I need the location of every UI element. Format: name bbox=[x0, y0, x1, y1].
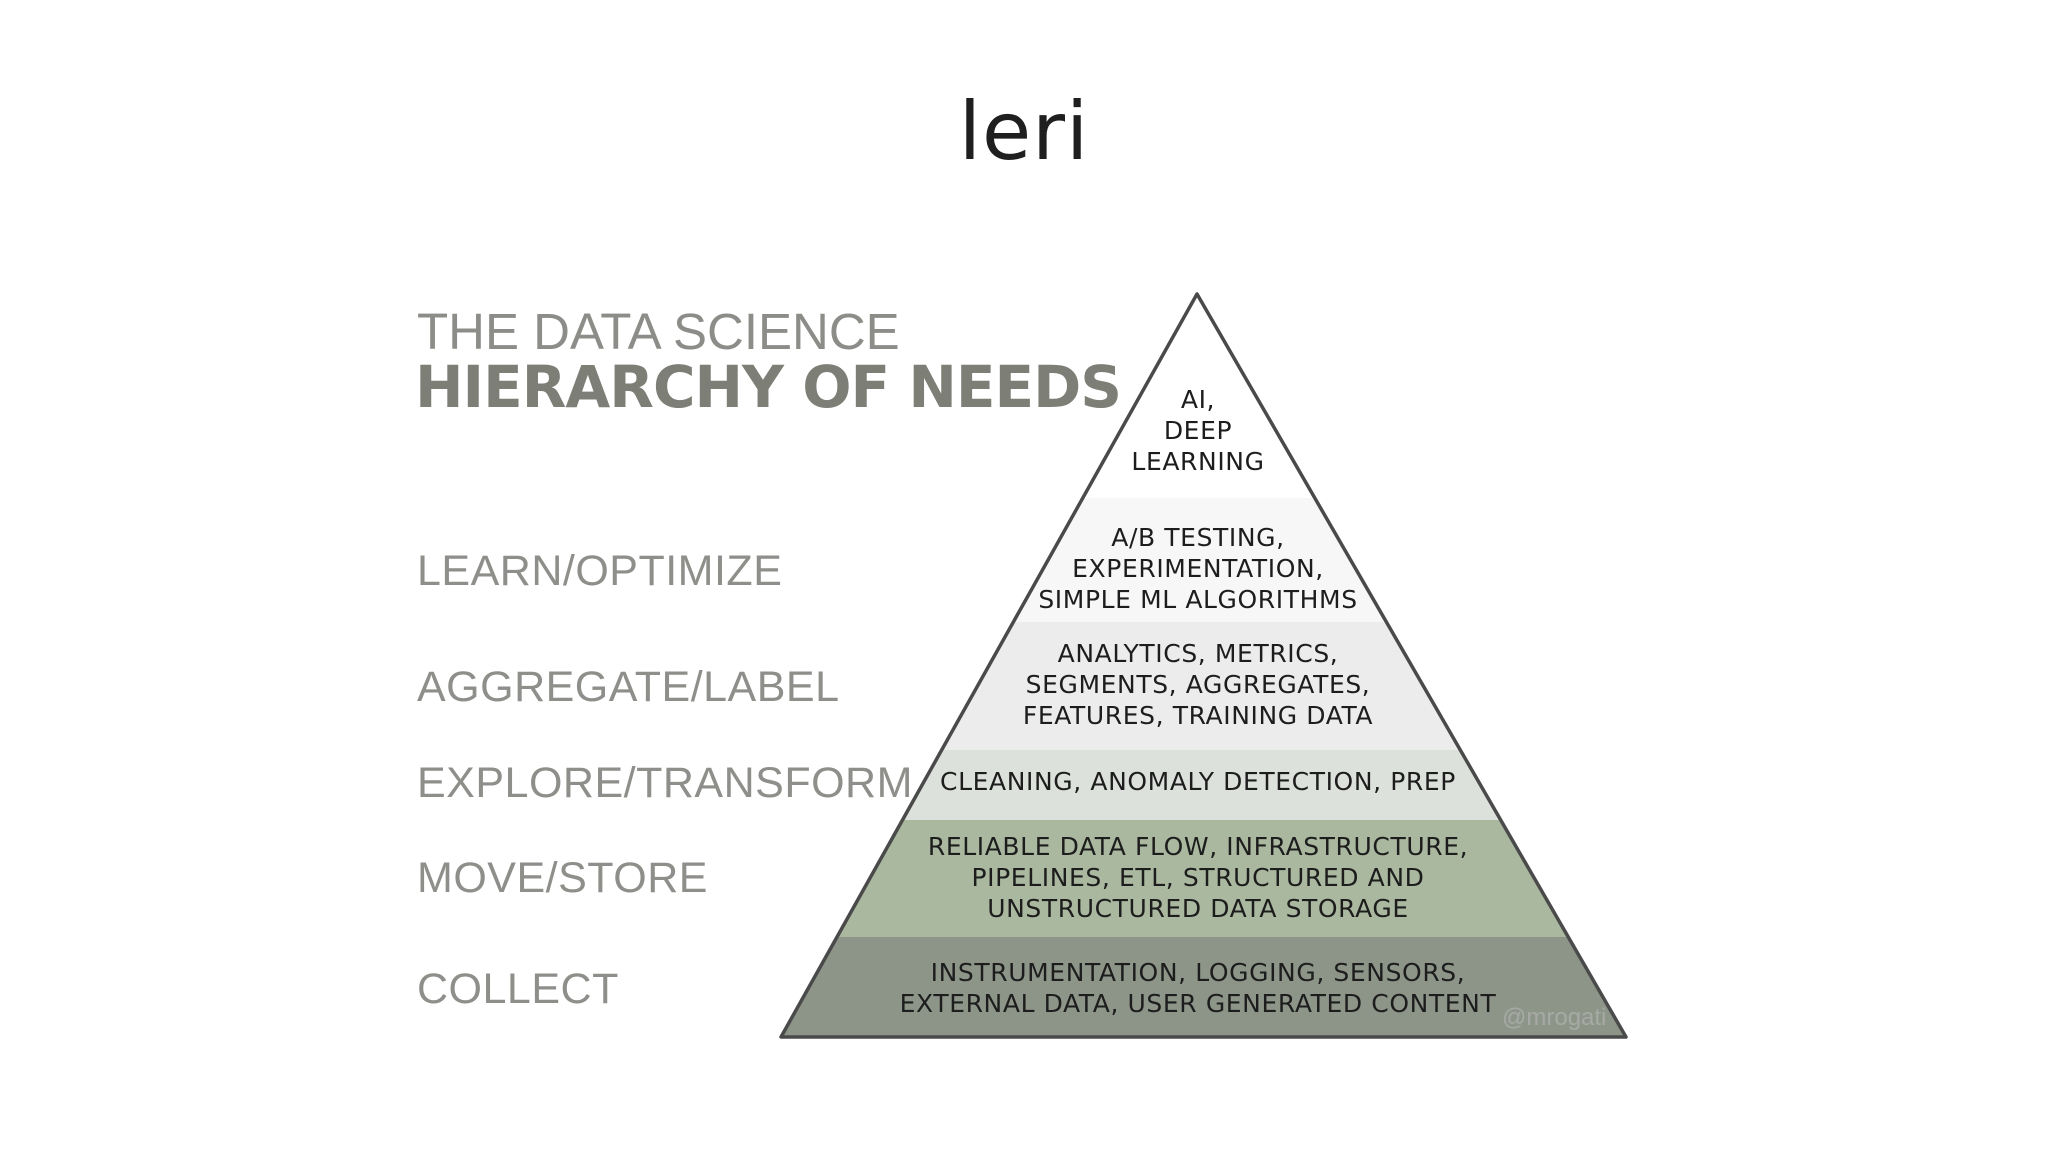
pyramid-tier-2 bbox=[1013, 498, 1387, 622]
pyramid-tier-4-text: CLEANING, ANOMALY DETECTION, PREP bbox=[940, 767, 1456, 796]
pyramid-tier-2-text: SIMPLE ML ALGORITHMS bbox=[1038, 585, 1357, 614]
pyramid-tier-1-text: DEEP bbox=[1164, 416, 1232, 445]
pyramid-tier-6 bbox=[781, 937, 1626, 1037]
level-label-collect: COLLECT bbox=[417, 965, 619, 1013]
level-label-explore-transform: EXPLORE/TRANSFORM bbox=[417, 759, 913, 807]
pyramid-tier-5-text: RELIABLE DATA FLOW, INFRASTRUCTURE, bbox=[928, 832, 1468, 861]
diagram-heading-line2: HIERARCHY OF NEEDS bbox=[415, 353, 1122, 421]
pyramid-tier-6-text: EXTERNAL DATA, USER GENERATED CONTENT bbox=[900, 989, 1497, 1018]
pyramid-tier-5 bbox=[836, 820, 1569, 937]
pyramid-tier-5-text: PIPELINES, ETL, STRUCTURED AND bbox=[971, 863, 1424, 892]
pyramid-tier-3-text: FEATURES, TRAINING DATA bbox=[1023, 701, 1373, 730]
pyramid-tier-5-text: UNSTRUCTURED DATA STORAGE bbox=[987, 894, 1409, 923]
pyramid-tier-2-text: A/B TESTING, bbox=[1111, 523, 1284, 552]
pyramid-tier-3-text: SEGMENTS, AGGREGATES, bbox=[1026, 670, 1371, 699]
watermark-text: @mrogati bbox=[1502, 1004, 1606, 1031]
pyramid-tier-2-text: EXPERIMENTATION, bbox=[1072, 554, 1324, 583]
pyramid-tier-1-text: AI, bbox=[1181, 385, 1215, 414]
slide-title: leri bbox=[958, 85, 1090, 178]
pyramid-tier-3 bbox=[941, 622, 1461, 750]
level-label-learn-optimize: LEARN/OPTIMIZE bbox=[417, 547, 783, 595]
pyramid-outline bbox=[779, 292, 1628, 1039]
diagram-heading-line1: THE DATA SCIENCE bbox=[417, 303, 900, 360]
pyramid-tier-6-text: INSTRUMENTATION, LOGGING, SENSORS, bbox=[931, 958, 1466, 987]
pyramid-tier-1-text: LEARNING bbox=[1131, 447, 1264, 476]
pyramid-tier-3-text: ANALYTICS, METRICS, bbox=[1058, 639, 1339, 668]
pyramid-tier-4 bbox=[902, 750, 1501, 820]
pyramid-tier-1 bbox=[1082, 294, 1315, 498]
level-label-move-store: MOVE/STORE bbox=[417, 854, 708, 902]
level-label-aggregate-label: AGGREGATE/LABEL bbox=[417, 663, 840, 711]
